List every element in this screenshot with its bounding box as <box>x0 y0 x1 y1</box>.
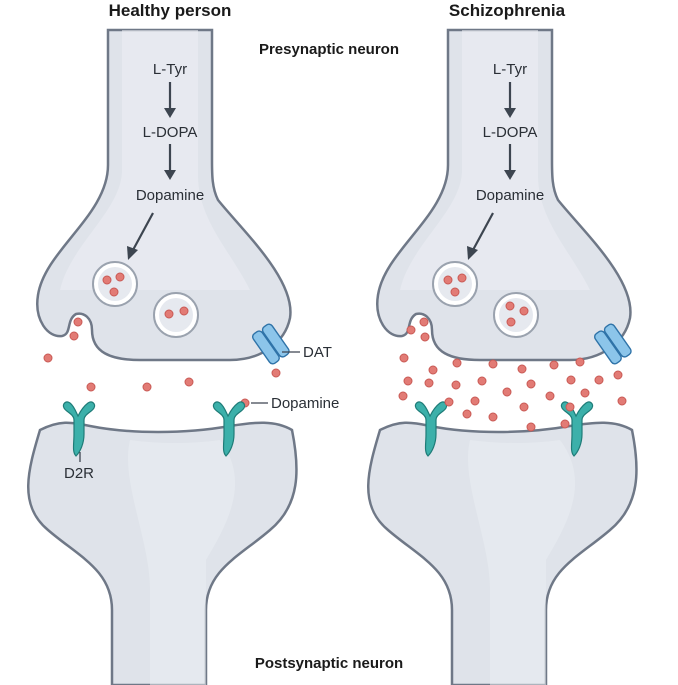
panel-healthy: L-Tyr L-DOPA Dopamine DAT Dopamine D2R <box>26 28 339 685</box>
step-l-dopa-schizophrenia: L-DOPA <box>483 124 538 141</box>
postsynaptic-neuron-label: Postsynaptic neuron <box>255 655 403 672</box>
dat-label: DAT <box>303 344 332 361</box>
postsynaptic-terminal-schizophrenia <box>366 421 638 685</box>
step-l-tyr-healthy: L-Tyr <box>153 61 187 78</box>
panel-title-healthy: Healthy person <box>109 1 232 20</box>
step-l-tyr-schizophrenia: L-Tyr <box>493 61 527 78</box>
synthesis-arrows-healthy <box>127 82 176 260</box>
vesicle-dopamine-healthy <box>102 272 189 319</box>
vesicle-dopamine-schizophrenia <box>443 273 529 327</box>
step-l-dopa-healthy: L-DOPA <box>143 124 198 141</box>
postsynaptic-terminal-healthy <box>26 421 298 685</box>
d2r-label: D2R <box>64 465 94 482</box>
step-dopamine-schizophrenia: Dopamine <box>476 187 544 204</box>
dopamine-label: Dopamine <box>271 395 339 412</box>
panel-schizophrenia: L-Tyr L-DOPA Dopamine <box>366 28 638 685</box>
presynaptic-neuron-label: Presynaptic neuron <box>259 41 399 58</box>
cleft-dopamine-schizophrenia <box>398 317 627 432</box>
synthesis-arrows-schizophrenia <box>467 82 516 260</box>
step-dopamine-healthy: Dopamine <box>136 187 204 204</box>
panel-title-schizophrenia: Schizophrenia <box>449 1 566 20</box>
